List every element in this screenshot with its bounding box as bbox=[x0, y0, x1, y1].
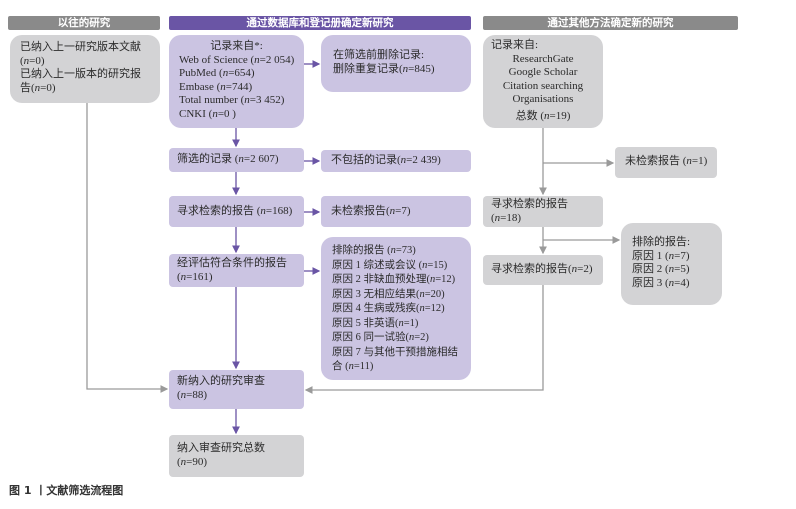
assessed-line: (n=161) bbox=[177, 270, 213, 283]
other-records-line: Google Scholar bbox=[508, 66, 578, 78]
other-records-total: 总数 (n=19) bbox=[515, 109, 571, 122]
previous-line: 已纳入上一研究版本文献 bbox=[20, 41, 141, 53]
new-included-line: (n=88) bbox=[177, 388, 208, 401]
other-records-line: ResearchGate bbox=[512, 52, 574, 65]
excluded-reason: 原因 3 无相应结果(n=20) bbox=[332, 288, 445, 300]
figure-caption: 图 1 丨文献筛选流程图 bbox=[9, 484, 124, 497]
excluded-records-text: 不包括的记录(n=2 439) bbox=[331, 154, 441, 166]
other-excluded-box: 排除的报告: 原因 1 (n=7) 原因 2 (n=5) 原因 3 (n=4) bbox=[621, 223, 722, 305]
records-line: Web of Science (n=2 054) bbox=[179, 53, 295, 66]
reports-not-retrieved-box: 未检索报告(n=7) bbox=[321, 196, 471, 227]
header-other-methods: 通过其他方法确定新的研究 bbox=[483, 16, 738, 30]
previous-studies-box: 已纳入上一研究版本文献 (n=0) 已纳入上一版本的研究报 告(n=0) bbox=[10, 35, 160, 103]
records-line: Total number (n=3 452) bbox=[179, 94, 285, 106]
other-not-retrieved-box: 未检索报告 (n=1) bbox=[615, 147, 717, 178]
other-not-retrieved-text: 未检索报告 (n=1) bbox=[625, 155, 708, 167]
arrow-other-assessed-to-new-included bbox=[304, 285, 544, 394]
records-line: CNKI (n=0 ) bbox=[179, 107, 236, 120]
excluded-reason: 原因 4 生病或残疾(n=12) bbox=[332, 303, 445, 314]
other-excluded-line: 原因 3 (n=4) bbox=[632, 276, 690, 289]
reports-sought-box: 寻求检索的报告 (n=168) bbox=[169, 196, 304, 227]
other-excluded-line: 原因 1 (n=7) bbox=[632, 249, 690, 262]
removed-line: 在筛选前删除记录: bbox=[333, 49, 425, 61]
screened-records-box: 筛选的记录 (n=2 607) bbox=[169, 148, 304, 172]
removed-line: 删除重复记录(n=845) bbox=[333, 62, 435, 75]
excluded-reason: 合 (n=11) bbox=[332, 361, 374, 372]
other-records-title: 记录来自: bbox=[491, 39, 539, 51]
not-retrieved-text: 未检索报告(n=7) bbox=[331, 205, 411, 217]
excluded-reason: 原因 1 综述或会议 (n=15) bbox=[332, 259, 448, 271]
arrow-previous-to-new-included bbox=[86, 103, 169, 393]
previous-line: 告(n=0) bbox=[20, 81, 56, 94]
sought-text: 寻求检索的报告 (n=168) bbox=[177, 205, 293, 217]
previous-line: 已纳入上一版本的研究报 bbox=[20, 68, 141, 80]
excluded-records-box: 不包括的记录(n=2 439) bbox=[321, 150, 471, 172]
other-assessed-box: 寻求检索的报告(n=2) bbox=[483, 255, 603, 285]
other-sought-line: 寻求检索的报告 bbox=[491, 198, 568, 210]
excluded-reason: 原因 2 非缺血预处理(n=12) bbox=[332, 274, 456, 285]
new-included-box: 新纳入的研究审查 (n=88) bbox=[169, 370, 304, 409]
removed-before-screening-box: 在筛选前删除记录: 删除重复记录(n=845) bbox=[321, 35, 471, 92]
previous-line: (n=0) bbox=[20, 54, 45, 67]
new-included-line: 新纳入的研究审查 bbox=[177, 375, 265, 387]
other-assessed-text: 寻求检索的报告(n=2) bbox=[491, 263, 593, 275]
records-title: 记录来自*: bbox=[210, 40, 263, 52]
total-included-line: 纳入审查研究总数 bbox=[177, 442, 265, 454]
other-sought-line: (n=18) bbox=[491, 211, 522, 224]
excluded-reports-box: 排除的报告 (n=73) 原因 1 综述或会议 (n=15) 原因 2 非缺血预… bbox=[321, 237, 471, 380]
excluded-reason: 原因 6 同一试验(n=2) bbox=[332, 332, 429, 343]
assessed-line: 经评估符合条件的报告 bbox=[177, 257, 287, 269]
other-sought-box: 寻求检索的报告 (n=18) bbox=[483, 196, 603, 227]
records-line: Embase (n=744) bbox=[179, 80, 253, 93]
other-records-line: Organisations bbox=[512, 93, 574, 105]
reports-assessed-box: 经评估符合条件的报告 (n=161) bbox=[169, 254, 304, 287]
excluded-reason: 排除的报告 (n=73) bbox=[332, 245, 416, 256]
other-records-box: 记录来自: ResearchGate Google Scholar Citati… bbox=[483, 35, 603, 128]
other-records-line: Citation searching bbox=[502, 79, 584, 92]
header-previous-studies: 以往的研究 bbox=[8, 16, 160, 30]
other-excluded-line: 排除的报告: bbox=[632, 236, 691, 248]
records-line: PubMed (n=654) bbox=[179, 67, 255, 79]
excluded-reason: 原因 7 与其他干预措施相结 bbox=[332, 346, 458, 358]
total-included-box: 纳入审查研究总数 (n=90) bbox=[169, 435, 304, 477]
total-included-line: (n=90) bbox=[177, 455, 208, 468]
screened-text: 筛选的记录 (n=2 607) bbox=[177, 153, 279, 165]
header-database-studies: 通过数据库和登记册确定新研究 bbox=[169, 16, 471, 30]
excluded-reason: 原因 5 非英语(n=1) bbox=[332, 317, 419, 329]
other-excluded-line: 原因 2 (n=5) bbox=[632, 263, 690, 275]
records-identified-box: 记录来自*: Web of Science (n=2 054) PubMed (… bbox=[169, 35, 304, 128]
